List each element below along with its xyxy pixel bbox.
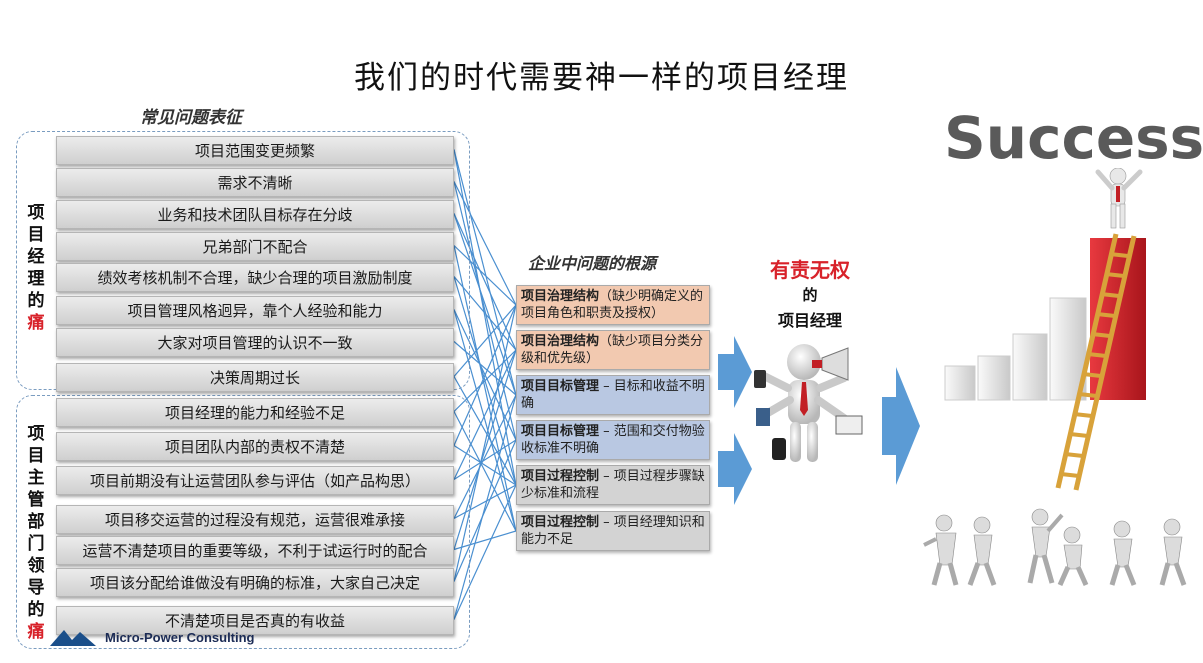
symptom-item: 项目团队内部的责权不清楚	[56, 432, 454, 461]
root-cause-item: 项目过程控制 – 项目经理知识和能力不足	[516, 511, 710, 551]
celebrating-figure	[1095, 168, 1143, 229]
pm-title-de: 的	[802, 286, 818, 304]
pm-pain-label-red: 痛	[27, 313, 45, 333]
symptom-item: 决策周期过长	[56, 363, 454, 392]
connection-line	[453, 276, 517, 351]
connection-line	[453, 149, 517, 396]
connection-line	[453, 341, 517, 396]
connection-line	[453, 484, 517, 620]
connection-line	[453, 411, 517, 532]
symptom-item: 项目前期没有让运营团队参与评估（如产品构思）	[56, 466, 454, 495]
root-cause-item: 项目治理结构（缺少项目分类分级和优先级）	[516, 330, 710, 370]
root-cause-item: 项目治理结构（缺少明确定义的项目角色和职责及授权）	[516, 285, 710, 325]
connection-line	[453, 439, 517, 481]
team-figures-illustration	[923, 508, 1187, 587]
root-cause-item: 项目目标管理 – 目标和收益不明确	[516, 375, 710, 415]
root-cause-detail: （缺少明确定义的项目角色和职责及授权）	[521, 289, 704, 321]
connection-line	[453, 149, 517, 486]
symptom-item: 运营不清楚项目的重要等级，不利于试运行时的配合	[56, 536, 454, 565]
page-title: 我们的时代需要神一样的项目经理	[354, 60, 849, 96]
symptom-item: 兄弟部门不配合	[56, 232, 454, 261]
symptom-item: 需求不清晰	[56, 168, 454, 197]
root-cause-detail: – 目标和收益不明确	[521, 379, 705, 411]
symptom-item: 业务和技术团队目标存在分歧	[56, 200, 454, 229]
root-cause-title: 项目治理结构	[521, 289, 600, 304]
root-causes-heading: 企业中问题的根源	[528, 254, 657, 273]
connection-line	[453, 181, 517, 441]
connection-line	[453, 213, 517, 396]
connection-line	[453, 439, 517, 582]
connection-line	[453, 349, 517, 480]
exec-pain-label-text: 项目主管部门领导的	[27, 424, 45, 620]
connection-line	[453, 394, 517, 620]
connection-line	[453, 304, 517, 446]
connection-line	[453, 245, 517, 306]
pm-title-name: 项目经理	[777, 311, 842, 330]
bar-5	[1090, 238, 1146, 400]
arrow-right-icon	[718, 336, 752, 408]
symptoms-heading: 常见问题表征	[140, 108, 242, 128]
root-cause-title: 项目目标管理	[521, 379, 600, 394]
pm-pain-label-text: 项目经理的	[27, 203, 45, 311]
bar-2	[977, 355, 1011, 401]
connection-line	[453, 304, 517, 377]
bar-3	[1012, 333, 1048, 401]
symptom-item: 项目移交运营的过程没有规范，运营很难承接	[56, 505, 454, 534]
connection-line	[453, 309, 517, 532]
root-cause-item: 项目目标管理 – 范围和交付物验收标准不明确	[516, 420, 710, 460]
connection-line	[453, 349, 517, 550]
root-cause-title: 项目过程控制	[521, 469, 600, 484]
success-stairs-illustration	[944, 168, 1146, 491]
symptom-item: 项目该分配给谁做没有明确的标准，大家自己决定	[56, 568, 454, 597]
bar-1	[944, 365, 976, 401]
root-cause-detail: – 项目过程步骤缺少标准和流程	[521, 469, 705, 501]
pm-title-red: 有责无权	[770, 258, 850, 282]
connection-line	[453, 530, 517, 551]
root-cause-item: 项目过程控制 – 项目过程步骤缺少标准和流程	[516, 465, 710, 505]
symptom-item: 不清楚项目是否真的有收益	[56, 606, 454, 635]
root-cause-detail: – 范围和交付物验收标准不明确	[521, 424, 705, 456]
root-cause-title: 项目过程控制	[521, 515, 600, 530]
symptom-item: 项目经理的能力和经验不足	[56, 398, 454, 427]
arrow-right-icon	[718, 433, 752, 505]
symptom-item: 项目管理风格迥异，靠个人经验和能力	[56, 296, 454, 325]
root-cause-detail: （缺少项目分类分级和优先级）	[521, 334, 704, 366]
connection-line	[453, 394, 517, 519]
company-logo-text: Micro-Power Consulting	[105, 630, 255, 645]
connection-line	[453, 245, 517, 532]
connection-line	[453, 304, 517, 582]
arrow-right-icon	[882, 367, 920, 485]
success-text: Success	[944, 104, 1203, 172]
connection-line	[453, 376, 517, 486]
symptom-item: 项目范围变更频繁	[56, 136, 454, 165]
connection-line	[453, 444, 517, 486]
root-cause-title: 项目治理结构	[521, 334, 600, 349]
connection-line	[453, 181, 517, 306]
root-cause-title: 项目目标管理	[521, 424, 600, 439]
company-logo-icon	[50, 630, 96, 646]
exec-pain-label: 项目主管部门领导的痛	[25, 423, 47, 643]
connection-line	[453, 484, 517, 520]
busy-manager-figure-icon	[754, 344, 863, 462]
symptom-item: 绩效考核机制不合理，缺少合理的项目激励制度	[56, 263, 454, 292]
root-cause-detail: – 项目经理知识和能力不足	[521, 515, 705, 547]
exec-pain-label-red: 痛	[27, 622, 45, 642]
exec-pain-group	[16, 395, 470, 649]
pm-pain-label: 项目经理的痛	[25, 202, 47, 334]
symptom-item: 大家对项目管理的认识不一致	[56, 328, 454, 357]
